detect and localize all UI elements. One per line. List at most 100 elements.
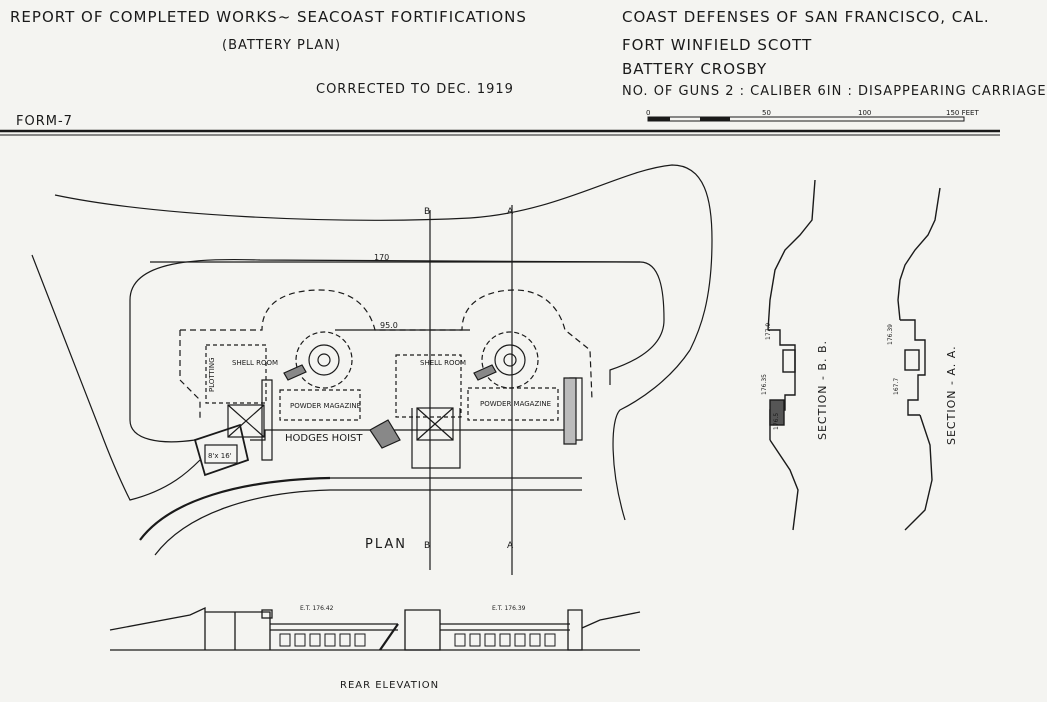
- room-left-1: [205, 344, 267, 404]
- road-curve: [139, 476, 331, 541]
- section-aa: [897, 187, 941, 531]
- bb-room: [782, 349, 796, 373]
- bb-elev-3: 176.5: [773, 413, 780, 430]
- scale-label-50: 50: [762, 109, 771, 117]
- contour-right: [612, 349, 691, 521]
- elev-door: [294, 633, 306, 647]
- aa-elev-1: 176.39: [887, 324, 894, 345]
- gun-center-1: [317, 353, 331, 367]
- plan-type: (BATTERY PLAN): [222, 38, 342, 53]
- elev-door: [469, 633, 481, 647]
- bb-elev-2: 176.35: [761, 374, 768, 395]
- elev-door: [529, 633, 541, 647]
- elev-label-right: E.T. 176.39: [492, 605, 526, 612]
- coast-defenses-title: COAST DEFENSES OF SAN FRANCISCO, CAL.: [622, 8, 990, 26]
- road-straight: [330, 477, 582, 491]
- wall-right: [563, 377, 577, 445]
- elev-center-block: [404, 609, 441, 651]
- wall-left: [261, 379, 273, 461]
- hoist-right: [416, 407, 454, 441]
- contour-left: [31, 254, 201, 501]
- elev-ramp: [379, 623, 399, 651]
- report-title: REPORT OF COMPLETED WORKS~ SEACOAST FORT…: [10, 8, 527, 26]
- elev-door: [514, 633, 526, 647]
- gun-pit-2: [494, 344, 526, 376]
- gun-center-2: [503, 353, 517, 367]
- elev-door: [544, 633, 556, 647]
- battery-drawing: 0 50 100 150 FEET: [0, 109, 1000, 691]
- form-number: FORM-7: [16, 114, 73, 129]
- contour-top: [54, 164, 713, 351]
- section-aa-title: SECTION - A. A.: [945, 345, 958, 445]
- elev-right-slope: [581, 611, 641, 629]
- hoist-left-x2: [227, 404, 265, 438]
- bb-slope-bottom: [769, 439, 799, 531]
- ramp-left: [283, 364, 307, 381]
- elev-door: [309, 633, 321, 647]
- section-mark-b-bottom: B: [424, 541, 430, 551]
- room-right-2: [467, 387, 559, 421]
- bb-slope-top: [767, 179, 816, 331]
- gun-emplacement-1: [295, 331, 353, 389]
- wall-center: [411, 408, 461, 469]
- aa-room: [904, 349, 920, 371]
- hoist-left: [227, 404, 265, 438]
- elev-label-left: E.T. 176.42: [300, 605, 334, 612]
- storeroom: [193, 423, 250, 477]
- ramp-right: [473, 364, 497, 381]
- section-mark-a-top: A: [507, 207, 514, 217]
- bb-elev-1: 177.9: [765, 323, 772, 340]
- scale-label-0: 0: [646, 109, 650, 117]
- aa-elev-2: 167.7: [893, 378, 900, 395]
- section-mark-a-bottom: A: [507, 541, 514, 551]
- hoist-right-x2: [416, 407, 454, 441]
- ramp-center: [369, 419, 401, 449]
- plan-title: PLAN: [365, 537, 407, 552]
- aa-structure: [900, 319, 926, 416]
- gun-emplacement-2: [481, 331, 539, 389]
- elev-door: [324, 633, 336, 647]
- contour-170-label: 170: [374, 253, 389, 262]
- elev-post-left: [261, 609, 273, 619]
- dimension-95-label: 95.0: [380, 321, 398, 330]
- corrected-date: CORRECTED TO DEC. 1919: [316, 82, 514, 97]
- section-bb: [767, 179, 816, 531]
- rear-elevation: [109, 606, 641, 651]
- elev-door: [339, 633, 351, 647]
- storeroom-label: 8'x 16': [208, 452, 232, 460]
- room-label-powder-2: POWDER MAGAZINE: [480, 400, 551, 408]
- gun-pit-1: [308, 344, 340, 376]
- hodges-hoist-label: HODGES HOIST: [285, 433, 363, 444]
- room-label-plotting: PLOTTING: [208, 357, 216, 392]
- storeroom-inner: [204, 444, 238, 464]
- guns-caliber: NO. OF GUNS 2 : CALIBER 6IN : DISAPPEARI…: [622, 84, 1047, 99]
- battery-plan: [31, 164, 713, 575]
- scale-bar: 0 50 100 150 FEET: [646, 109, 979, 122]
- scale-label-150: 150 FEET: [946, 109, 979, 117]
- elev-door: [499, 633, 511, 647]
- section-bb-title: SECTION - B. B.: [816, 340, 829, 440]
- room-label-shell-1: SHELL ROOM: [232, 359, 278, 367]
- room-label-shell-2: SHELL ROOM: [420, 359, 466, 367]
- battery-name: BATTERY CROSBY: [622, 60, 768, 78]
- elev-door: [484, 633, 496, 647]
- scale-label-100: 100: [858, 109, 871, 117]
- fort-name: FORT WINFIELD SCOTT: [622, 36, 813, 54]
- parapet-outline: [129, 258, 665, 385]
- elev-right-block: [567, 609, 583, 651]
- section-mark-b-top: B: [424, 207, 430, 217]
- elev-door: [454, 633, 466, 647]
- elev-right-gallery: [440, 623, 570, 631]
- room-label-powder-1: POWDER MAGAZINE: [290, 402, 361, 410]
- rear-elevation-title: REAR ELEVATION: [340, 680, 439, 691]
- aa-slope-top: [897, 187, 941, 321]
- road-curve-inner: [154, 489, 331, 556]
- parapet-left: [129, 300, 196, 443]
- elev-left-gallery: [270, 623, 398, 631]
- room-left-2: [279, 389, 361, 421]
- bb-magazine: [769, 399, 785, 426]
- emplacement-outline-left: [179, 330, 201, 420]
- elev-door: [279, 633, 291, 647]
- elev-left-block: [205, 611, 271, 650]
- elev-door: [354, 633, 366, 647]
